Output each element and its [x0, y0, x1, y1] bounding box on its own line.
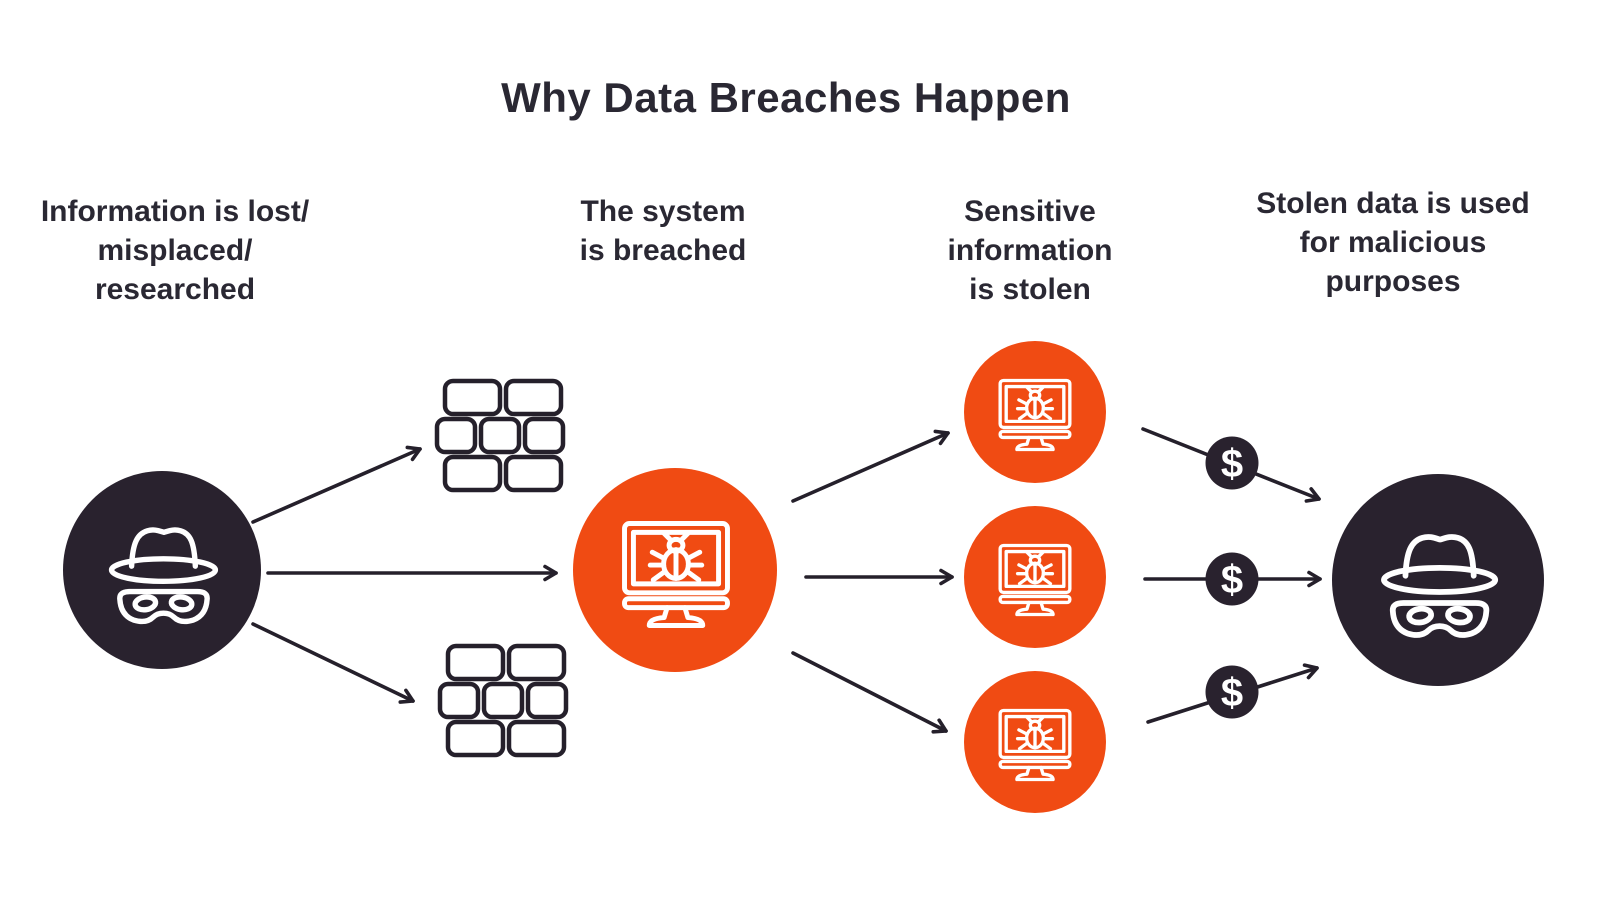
dark-circle [1332, 474, 1544, 686]
dollar-badge-middle: $ [1205, 552, 1259, 606]
threat-actor-source [63, 471, 261, 669]
step-label-stolen: Sensitive information is stolen [947, 195, 1113, 306]
step-label-malicious: Stolen data is used for malicious purpos… [1256, 187, 1530, 298]
stolen-data-middle [964, 506, 1106, 648]
dollar-circle [1205, 552, 1259, 606]
firewall-top-icon [437, 381, 563, 490]
dollar-icon: $ [1221, 558, 1243, 602]
diagram-title: Why Data Breaches Happen [501, 74, 1071, 121]
stolen-data-top [964, 341, 1106, 483]
dark-circle [63, 471, 261, 669]
step-label-breached: The system is breached [579, 195, 747, 267]
firewall-bottom-icon [440, 646, 566, 755]
arrow-system-to-stolen-bottom [791, 651, 948, 734]
dollar-icon: $ [1221, 671, 1243, 715]
arrow-source-to-firewall-top [251, 445, 422, 524]
dollar-badge-top: $ [1205, 436, 1259, 490]
dollar-icon: $ [1221, 442, 1243, 486]
arrow-source-to-firewall-bottom [251, 622, 415, 704]
dollar-circle [1205, 665, 1259, 719]
stolen-data-bottom [964, 671, 1106, 813]
dollar-circle [1205, 436, 1259, 490]
dollar-badge-bottom: $ [1205, 665, 1259, 719]
arrow-system-to-stolen-top [791, 429, 950, 503]
breached-system [573, 468, 777, 672]
step-label-lost: Information is lost/ misplaced/ research… [40, 195, 310, 306]
threat-actor-buyer [1332, 474, 1544, 686]
